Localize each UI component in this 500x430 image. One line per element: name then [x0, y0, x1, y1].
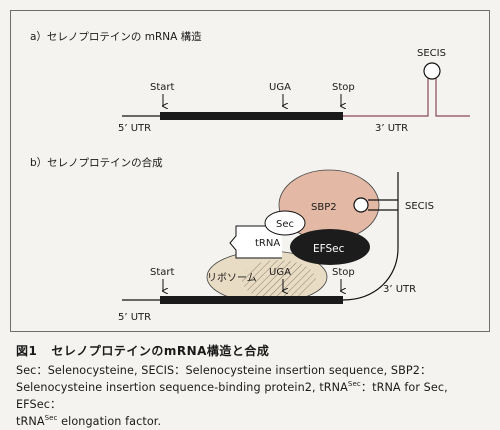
ribosome-label: リボソーム	[207, 272, 257, 284]
trna-shape	[229, 225, 282, 259]
caption-figure-title: セレノプロテインのmRNA構造と合成	[51, 344, 270, 358]
panel-b-title: b）セレノプロテインの合成	[30, 156, 163, 169]
panel-a-start-label: Start	[150, 82, 175, 93]
panel-a-3utr-label: 3’ UTR	[375, 123, 408, 134]
panel-a-secis-label: SECIS	[417, 48, 446, 59]
efsec-factor	[290, 229, 370, 265]
caption-line-2: Selenocysteine insertion sequence-bindin…	[16, 379, 494, 413]
caption-line-3-text-a: tRNA	[16, 415, 45, 428]
figure-frame	[10, 10, 490, 332]
panel-a-title: a）セレノプロテインの mRNA 構造	[30, 30, 202, 43]
panel-a-secis-stem	[424, 78, 470, 117]
sec-residue	[264, 210, 306, 236]
caption-line-3-text-b: elongation factor.	[57, 415, 162, 428]
caption-line-1: Sec：Selenocysteine, SECIS：Selenocysteine…	[16, 364, 432, 377]
sec-label: Sec	[276, 219, 294, 230]
figure-caption: 図1 セレノプロテインのmRNA構造と合成 Sec：Selenocysteine,…	[16, 343, 494, 430]
caption-line-3-superscript: Sec	[44, 414, 58, 422]
caption-line-2-text-b: ：tRNA for Sec, EFSec：	[16, 381, 448, 411]
panel-a-secis-loop	[423, 62, 441, 80]
panel-b-stop-label: Stop	[332, 267, 355, 278]
ribosome-hatched-site	[242, 260, 316, 300]
panel-a-5utr-label: 5’ UTR	[118, 123, 151, 134]
caption-title: 図1 セレノプロテインのmRNA構造と合成	[16, 343, 494, 360]
panel-a-uga-label: UGA	[269, 82, 291, 93]
panel-b-3utr-curve	[342, 172, 399, 301]
diagram-canvas: a）セレノプロテインの mRNA 構造 SECIS Start UGA Stop…	[30, 30, 470, 323]
panel-b-secis-loop	[353, 197, 369, 213]
caption-line-2-superscript: Sec	[347, 380, 361, 388]
panel-b-5utr-label: 5’ UTR	[118, 312, 151, 323]
panel-b-coding-region	[160, 296, 343, 304]
sbp2-label: SBP2	[311, 202, 337, 213]
efsec-label: EFSec	[313, 243, 345, 255]
panel-b-uga-label: UGA	[269, 267, 291, 278]
panel-a-stop-label: Stop	[332, 82, 355, 93]
caption-line-2-text-a: Selenocysteine insertion sequence-bindin…	[16, 381, 348, 394]
panel-b-start-label: Start	[150, 267, 175, 278]
panel-a-coding-region	[160, 112, 343, 120]
trna-label: tRNA	[255, 238, 280, 249]
caption-figure-number: 図1	[16, 344, 38, 358]
caption-line-3: tRNASec elongation factor.	[16, 413, 494, 430]
panel-b-3utr-label: 3’ UTR	[383, 284, 416, 295]
panel-b-secis-label: SECIS	[405, 201, 434, 212]
panel-b-secis-stem	[368, 199, 398, 211]
